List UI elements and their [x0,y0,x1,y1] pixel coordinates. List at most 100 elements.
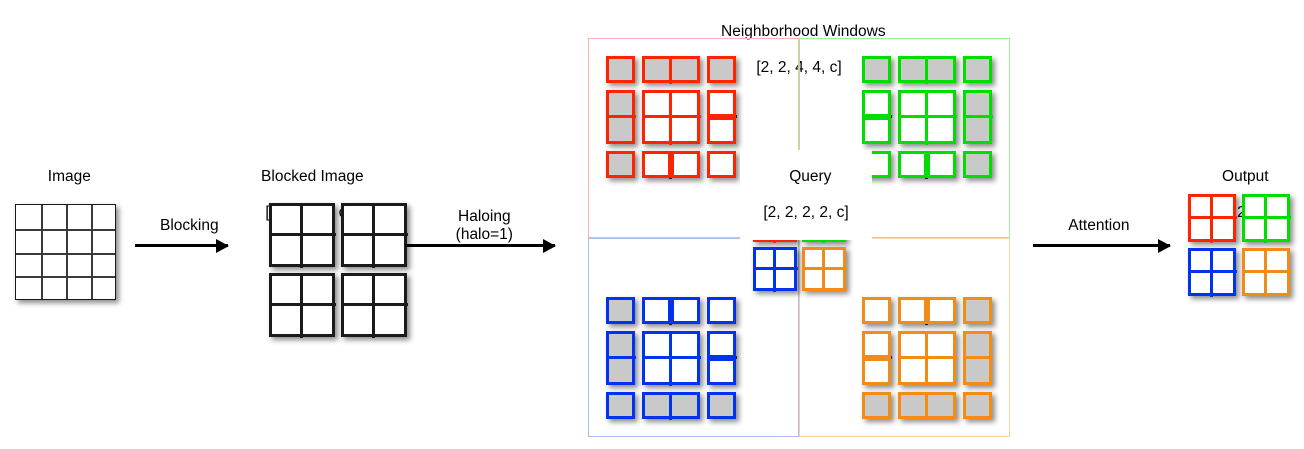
neighborhood-halo-cell [641,296,671,324]
block-grid-line [1187,215,1237,220]
neighborhood-halo-block [706,296,736,324]
neighborhood-halo-cell [706,330,736,358]
neighborhood-pad-block [963,297,992,324]
neighborhood-windows-label: Neighborhood Windows [2, 2, 4, 4, c] [676,5,922,95]
image-label-name: Image [47,168,91,185]
neighborhood-halo-cell [641,150,671,178]
haloing-arrow-label: Haloing (halo=1) [400,190,560,244]
neighborhood-center-block [641,89,701,145]
neighborhood-halo-cell [861,89,891,117]
image-grid-line [16,229,115,231]
neighborhood-pad-block [963,56,992,83]
query-block [752,246,798,292]
query-label-shape: [2, 2, 2, 2, c] [763,204,849,221]
neighborhood-label-shape: [2, 2, 4, 4, c] [756,59,842,76]
block-grid-line [641,355,701,360]
blocked-image-block [340,202,408,268]
output-block [1241,193,1291,243]
neighborhood-halo-block [861,330,892,385]
block-grid-line [1187,269,1237,274]
neighborhood-pad-block [898,55,956,84]
neighborhood-halo-cell [897,150,927,178]
neighborhood-halo-block [861,296,891,324]
block-grid-line [340,302,408,307]
blocking-label-text: Blocking [160,217,219,234]
neighborhood-center-block [641,330,701,386]
neighborhood-pad-block [606,151,635,178]
neighborhood-pad-block [862,56,891,83]
query-label: Query [2, 2, 2, 2, c] [740,150,872,240]
neighborhood-halo-block [861,89,892,144]
block-grid-line [897,114,957,119]
neighborhood-pad-block [605,90,636,144]
neighborhood-halo-cell [926,150,956,178]
neighborhood-halo-block [706,150,736,178]
block-grid-line [340,232,408,237]
neighborhood-halo-cell [861,296,891,324]
neighborhood-pad-block [707,56,736,83]
attention-arrow-label: Attention [1030,199,1160,235]
block-grid-line [924,55,929,84]
output-block [1187,247,1237,297]
neighborhood-quadrant-frame [588,237,799,437]
block-grid-line [1241,215,1291,220]
neighborhood-halo-cell [706,357,736,385]
neighborhood-halo-block [897,296,956,325]
output-block [1241,247,1291,297]
blocked-image-block [268,272,336,338]
blocked-image-block [340,272,408,338]
neighborhood-pad-block [898,391,956,420]
block-grid-line [605,355,636,360]
neighborhood-halo-cell [926,296,956,324]
neighborhood-halo-cell [897,296,927,324]
neighborhood-halo-block [706,330,737,385]
attention-label-text: Attention [1068,217,1130,234]
neighborhood-pad-block [642,55,700,84]
blocked-image-block [268,202,336,268]
output-block [1187,193,1237,243]
blocked-image-label-name: Blocked Image [261,168,364,185]
query-label-name: Query [789,168,832,185]
neighborhood-halo-cell [706,89,736,117]
haloing-label-text: Haloing [458,208,511,225]
neighborhood-center-block [897,89,957,145]
image-grid-line [16,253,115,255]
image-grid-line [91,205,93,299]
neighborhood-quadrant-frame [588,38,799,238]
neighborhood-pad-block [606,56,635,83]
image-grid [15,204,116,300]
neighborhood-pad-block [642,391,700,420]
neighborhood-halo-block [706,89,737,144]
neighborhood-pad-block [606,392,635,419]
neighborhood-pad-block [963,151,992,178]
neighborhood-pad-block [962,90,993,144]
block-grid-line [268,232,336,237]
neighborhood-halo-cell [670,150,700,178]
block-grid-line [752,266,798,271]
block-grid-line [668,55,673,84]
query-block [801,246,847,292]
block-grid-line [962,355,993,360]
block-grid-line [962,114,993,119]
neighborhood-pad-block [605,331,636,385]
neighborhood-halo-cell [670,296,700,324]
block-grid-line [668,391,673,420]
neighborhood-pad-block [963,392,992,419]
neighborhood-halo-cell [706,296,736,324]
neighborhood-pad-block [707,392,736,419]
neighborhood-halo-block [897,150,956,179]
neighborhood-label-name: Neighborhood Windows [721,23,886,40]
image-grid-line [41,205,43,299]
block-grid-line [605,114,636,119]
neighborhood-halo-cell [861,357,891,385]
neighborhood-halo-cell [706,116,736,144]
blocking-arrow-label: Blocking [130,199,240,235]
neighborhood-quadrant-frame [799,38,1010,238]
haloing-label-text2: (halo=1) [455,226,513,243]
image-grid-line [66,205,68,299]
output-label-name: Output [1222,168,1269,185]
neighborhood-pad-block [606,297,635,324]
block-grid-line [924,391,929,420]
haloing-arrow [405,244,555,247]
neighborhood-quadrant-frame [799,237,1010,437]
